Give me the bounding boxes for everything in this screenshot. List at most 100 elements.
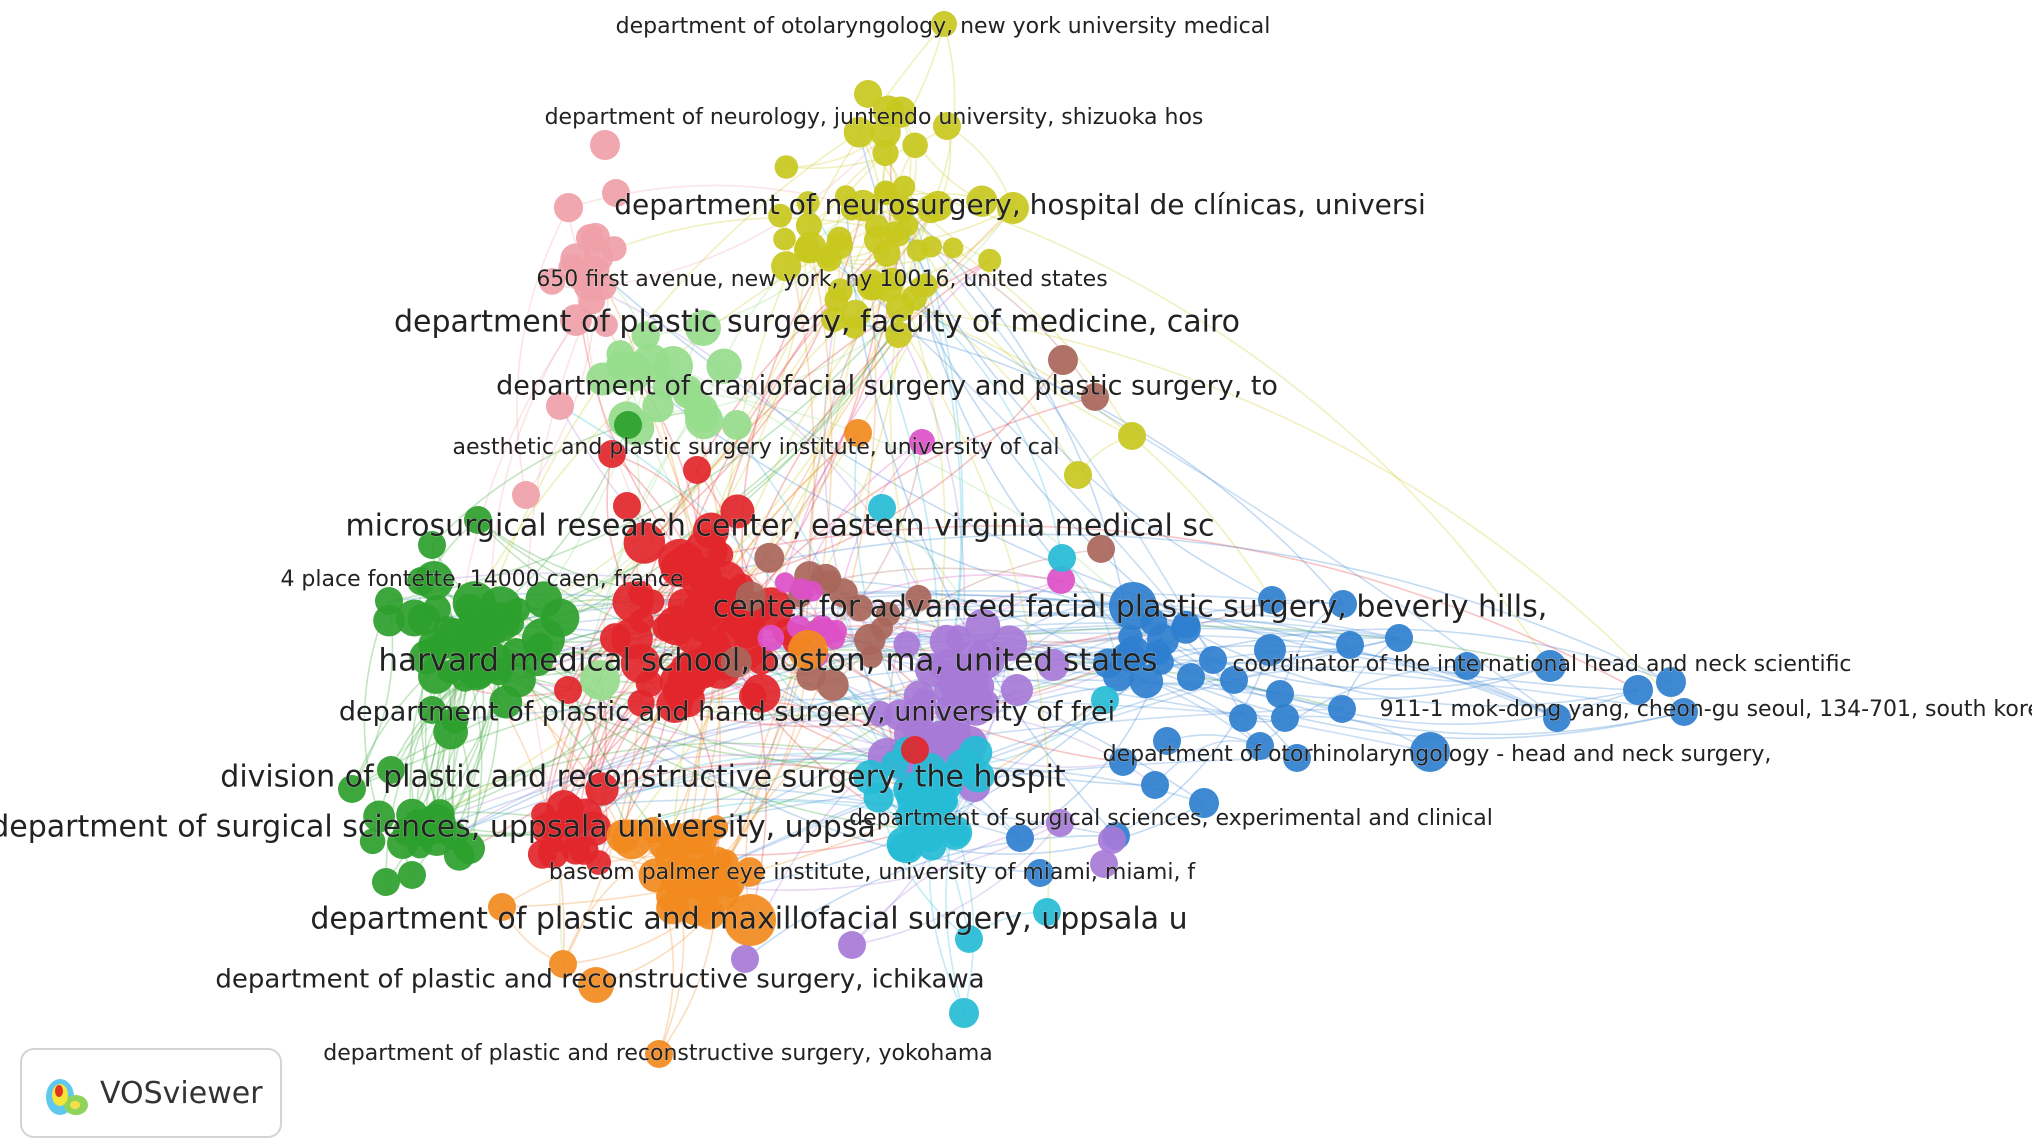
institution-node-orange[interactable] (578, 967, 614, 1003)
institution-node-purple[interactable] (1046, 809, 1074, 837)
institution-node-green[interactable] (418, 531, 446, 559)
institution-node-purple[interactable] (1090, 850, 1118, 878)
institution-node-green[interactable] (416, 804, 456, 844)
institution-node-magenta[interactable] (909, 429, 935, 455)
institution-node-red[interactable] (670, 543, 705, 578)
institution-label[interactable]: department of plastic and reconstructive… (323, 1041, 993, 1067)
institution-label[interactable]: department of plastic and hand surgery, … (338, 696, 1115, 728)
institution-node-yellow[interactable] (933, 112, 961, 140)
institution-node-purple[interactable] (936, 658, 969, 691)
institution-node-lightgreen[interactable] (706, 348, 742, 384)
institution-node-yellow[interactable] (873, 239, 901, 267)
institution-node-pink[interactable] (560, 304, 592, 336)
institution-node-red[interactable] (586, 850, 612, 875)
institution-node-brown[interactable] (754, 542, 785, 573)
institution-node-red[interactable] (627, 689, 655, 717)
institution-label[interactable]: department of otolaryngology, new york u… (615, 14, 1271, 40)
institution-node-cyan[interactable] (853, 759, 888, 795)
institution-label[interactable]: department of neurosurgery, hospital de … (614, 188, 1427, 222)
institution-label[interactable]: department of plastic and reconstructive… (215, 964, 985, 995)
institution-node-red[interactable] (693, 512, 730, 549)
institution-node-brown[interactable] (735, 581, 766, 612)
institution-node-lightgreen[interactable] (721, 410, 752, 440)
institution-node-yellow[interactable] (768, 203, 792, 228)
institution-node-brown[interactable] (1087, 535, 1115, 563)
institution-node-red[interactable] (683, 456, 711, 484)
institution-node-orange[interactable] (724, 894, 776, 946)
institution-node-lightgreen[interactable] (685, 399, 719, 433)
institution-node-green[interactable] (479, 611, 504, 636)
institution-node-green[interactable] (398, 861, 426, 889)
institution-node-yellow[interactable] (827, 226, 852, 252)
institution-node-yellow[interactable] (931, 11, 957, 37)
institution-label[interactable]: microsurgical research center, eastern v… (345, 508, 1215, 544)
institution-label[interactable]: department of surgical sciences, experim… (849, 806, 1494, 832)
institution-node-magenta[interactable] (1047, 566, 1075, 594)
institution-node-green[interactable] (418, 696, 446, 724)
institution-node-lightgreen[interactable] (685, 310, 721, 346)
institution-node-orange[interactable] (788, 630, 828, 670)
institution-node-red[interactable] (720, 494, 755, 529)
institution-node-blue[interactable] (1026, 859, 1054, 887)
institution-node-yellow[interactable] (873, 180, 898, 205)
institution-label[interactable]: department of plastic surgery, faculty o… (393, 304, 1240, 340)
institution-node-blue[interactable] (1109, 748, 1137, 776)
institution-node-blue[interactable] (1283, 744, 1311, 772)
institution-node-yellow[interactable] (997, 192, 1029, 224)
institution-node-green[interactable] (501, 638, 531, 668)
institution-node-orange[interactable] (707, 863, 736, 893)
institution-node-blue[interactable] (1177, 663, 1205, 691)
institution-node-blue[interactable] (1109, 582, 1157, 630)
institution-node-yellow[interactable] (864, 214, 889, 239)
institution-label[interactable]: 911-1 mok-dong yang, cheon-gu seoul, 134… (1379, 697, 2032, 723)
institution-node-blue[interactable] (1220, 666, 1248, 694)
institution-node-yellow[interactable] (771, 251, 802, 282)
institution-node-purple[interactable] (1098, 826, 1126, 854)
institution-node-red[interactable] (585, 772, 619, 806)
institution-label[interactable]: department of craniofacial surgery and p… (496, 370, 1279, 402)
institution-node-purple[interactable] (1001, 674, 1033, 706)
institution-node-cyan[interactable] (958, 735, 993, 770)
institution-node-blue[interactable] (1453, 652, 1481, 680)
institution-node-red[interactable] (667, 661, 707, 701)
institution-label[interactable]: 650 first avenue, new york, ny 10016, un… (536, 267, 1108, 293)
institution-node-red[interactable] (741, 673, 781, 713)
institution-node-pink[interactable] (512, 481, 540, 509)
institution-node-cyan[interactable] (955, 925, 983, 953)
institution-node-yellow[interactable] (843, 316, 866, 339)
institution-node-yellow[interactable] (910, 276, 931, 298)
institution-node-blue[interactable] (1258, 586, 1286, 614)
institution-node-red[interactable] (554, 676, 582, 704)
institution-node-blue[interactable] (1656, 667, 1686, 697)
institution-node-blue[interactable] (1266, 680, 1294, 708)
institution-node-yellow[interactable] (1064, 461, 1092, 489)
institution-node-red[interactable] (628, 580, 654, 607)
institution-node-purple[interactable] (867, 700, 893, 727)
institution-node-red[interactable] (714, 620, 742, 648)
institution-node-pink[interactable] (602, 179, 630, 207)
institution-node-orange[interactable] (734, 857, 765, 887)
institution-node-yellow[interactable] (1118, 422, 1146, 450)
institution-node-green[interactable] (373, 604, 405, 637)
institution-node-blue[interactable] (1329, 590, 1357, 618)
institution-node-brown[interactable] (875, 602, 901, 627)
institution-node-green[interactable] (453, 832, 485, 865)
institution-node-yellow[interactable] (885, 96, 917, 128)
institution-node-blue[interactable] (1670, 698, 1698, 726)
institution-node-cyan[interactable] (949, 998, 979, 1028)
institution-node-yellow[interactable] (892, 175, 916, 198)
institution-node-yellow[interactable] (841, 199, 862, 221)
institution-label[interactable]: aesthetic and plastic surgery institute,… (452, 435, 1060, 461)
institution-node-yellow[interactable] (827, 278, 853, 304)
institution-node-green[interactable] (377, 756, 405, 784)
institution-node-orange[interactable] (638, 858, 673, 893)
institution-node-blue[interactable] (1336, 631, 1364, 659)
institution-node-green[interactable] (407, 603, 441, 636)
institution-node-green[interactable] (526, 632, 554, 659)
institution-node-yellow[interactable] (920, 236, 942, 258)
institution-node-yellow[interactable] (872, 139, 899, 167)
institution-node-yellow[interactable] (843, 116, 875, 148)
institution-node-lightgreen[interactable] (631, 321, 660, 350)
institution-node-purple[interactable] (973, 690, 1000, 716)
institution-node-yellow[interactable] (966, 185, 998, 217)
